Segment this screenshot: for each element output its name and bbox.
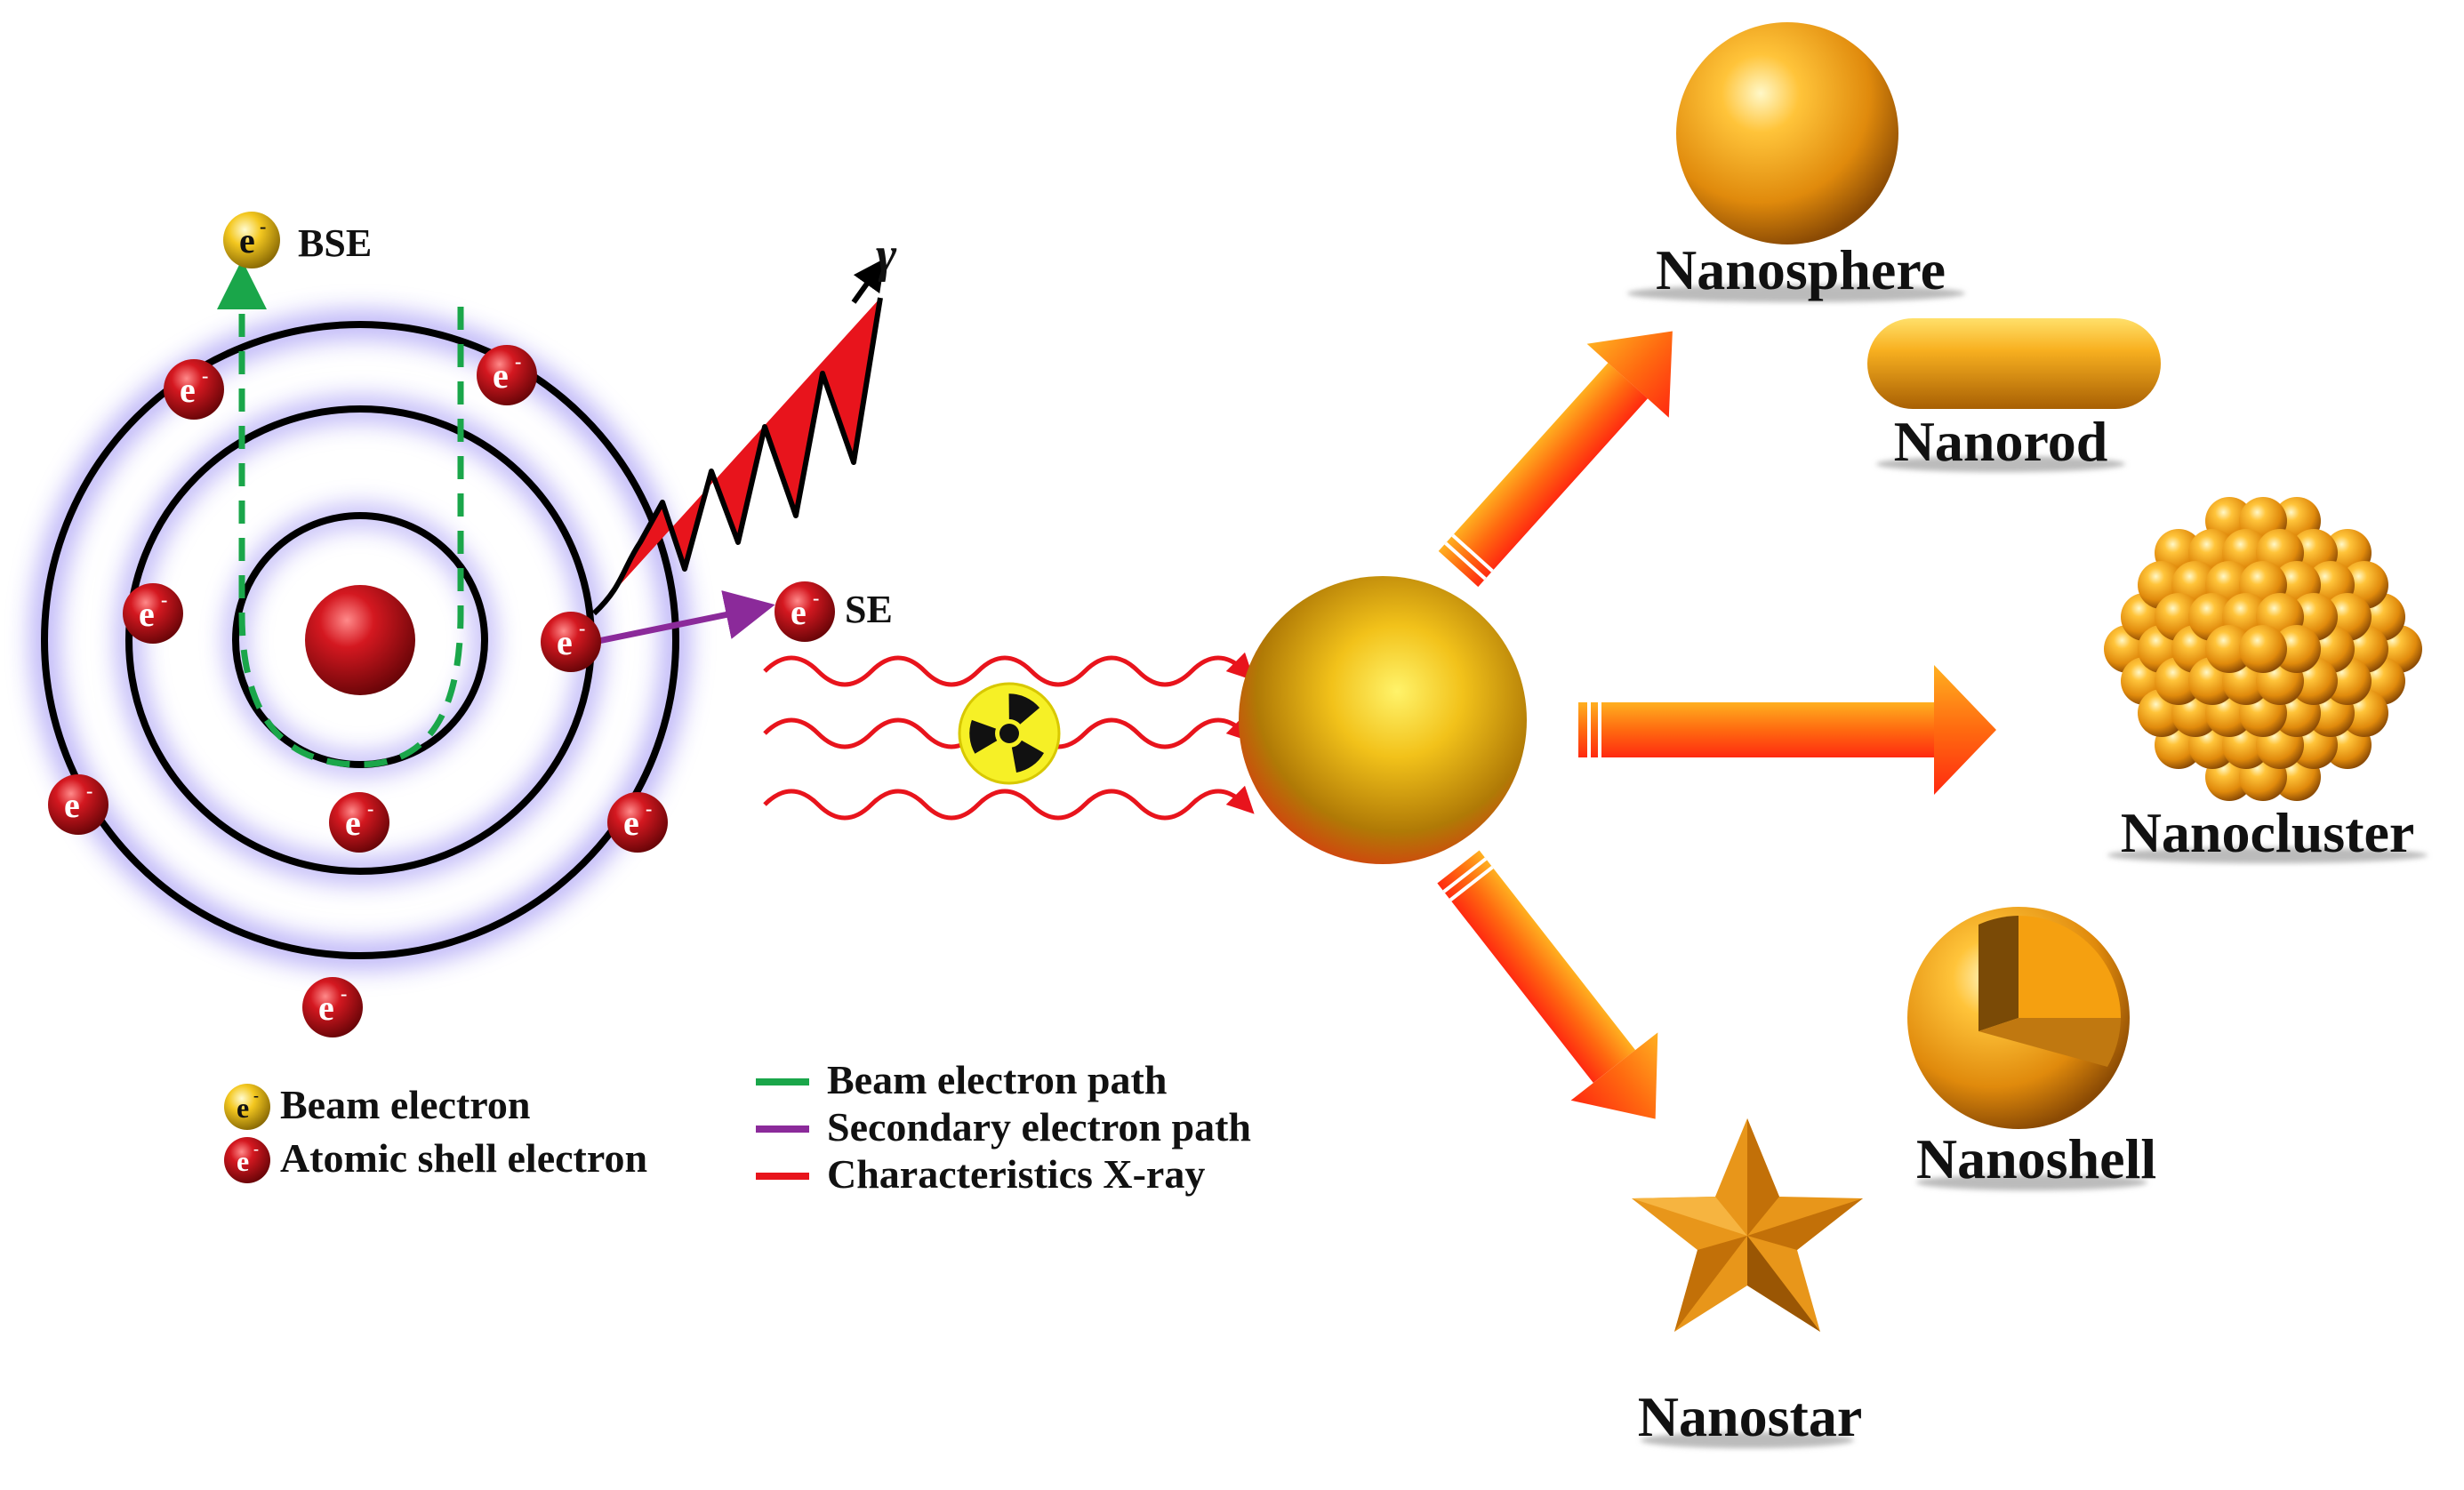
legend-atomic-shell-electron: Atomic shell electron	[280, 1135, 647, 1181]
bse-label: BSE	[298, 221, 372, 265]
nanorod-label: Nanorod	[1894, 410, 2108, 473]
svg-text:e: e	[493, 356, 509, 396]
arrow-to-nanocluster	[1578, 665, 1996, 795]
bse-electron: e -	[223, 212, 280, 268]
legend: e - Beam electron e - Atomic shell elect…	[224, 1057, 1251, 1197]
nanoshell-label: Nanoshell	[1916, 1127, 2156, 1190]
svg-text:-: -	[579, 617, 585, 639]
shell-electron: e-	[123, 583, 183, 644]
svg-text:e: e	[791, 592, 807, 632]
nanostar-shape	[1632, 1118, 1863, 1332]
svg-text:e: e	[239, 220, 255, 260]
shell-electron: e-	[329, 792, 389, 853]
svg-text:-: -	[161, 589, 167, 611]
svg-text:e: e	[623, 803, 639, 843]
gamma-ray	[591, 258, 886, 616]
legend-shell-electron-icon: e -	[224, 1137, 270, 1183]
se-electron: e -	[775, 581, 835, 642]
nanosphere-label: Nanosphere	[1656, 238, 1946, 301]
arrow-to-nanosphere	[1438, 331, 1673, 588]
nanocluster-shape	[2104, 497, 2422, 801]
outer-orbit	[41, 321, 679, 959]
legend-beam-electron-icon: e -	[224, 1084, 270, 1130]
svg-text:e: e	[557, 622, 573, 662]
svg-text:-: -	[367, 797, 373, 820]
gold-nanoparticle	[1239, 576, 1527, 864]
legend-characteristics-xray: Characteristics X-ray	[827, 1151, 1205, 1197]
xray-wave-1	[763, 652, 1255, 687]
nanosphere-shape	[1676, 22, 1898, 244]
shell-electron: e-	[302, 977, 363, 1037]
svg-text:-: -	[253, 1140, 259, 1158]
svg-text:e: e	[345, 803, 361, 843]
shell-electron: e-	[164, 359, 224, 420]
nanocluster-label: Nanocluster	[2121, 801, 2415, 864]
inner-orbit	[232, 512, 488, 768]
legend-beam-electron-path: Beam electron path	[827, 1057, 1167, 1102]
nanoshell-shadow	[1916, 1174, 2147, 1190]
nanosphere-shadow	[1627, 284, 1965, 302]
svg-text:e: e	[237, 1145, 249, 1177]
xray-wave-3	[763, 785, 1255, 821]
svg-text:-: -	[341, 982, 347, 1005]
beam-electron-path	[217, 260, 464, 768]
gamma-label: γ	[876, 228, 897, 283]
cluster-ball	[2239, 625, 2287, 673]
cluster-ball	[2205, 625, 2253, 673]
svg-text:e: e	[180, 370, 196, 410]
legend-beam-electron: Beam electron	[280, 1082, 530, 1127]
atom-model: γ e - BSE e - SE e-e-e-e-e-e-e-e-	[31, 212, 897, 1037]
shell-electron: e-	[477, 345, 537, 405]
svg-text:-: -	[813, 587, 819, 609]
arrow-to-nanoshell	[1437, 850, 1658, 1119]
svg-text:-: -	[260, 215, 266, 237]
svg-text:-: -	[202, 364, 208, 387]
nanocluster-shadow	[2107, 847, 2428, 863]
svg-text:-: -	[253, 1086, 259, 1104]
nanorod-shape	[1867, 318, 2161, 409]
svg-text:-: -	[86, 780, 92, 802]
nanorod-shadow	[1876, 456, 2125, 472]
radiation-icon	[958, 682, 1061, 785]
svg-text:e: e	[64, 785, 80, 825]
svg-text:-: -	[515, 350, 521, 372]
legend-secondary-electron-path: Secondary electron path	[827, 1104, 1251, 1150]
nanostar-label: Nanostar	[1638, 1385, 1862, 1448]
svg-text:e: e	[139, 594, 155, 634]
svg-text:-: -	[646, 797, 652, 820]
nucleus	[305, 585, 415, 695]
nanostar-shadow	[1641, 1432, 1854, 1448]
shell-electrons: e-e-e-e-e-e-e-e-	[48, 345, 668, 1037]
svg-text:e: e	[237, 1092, 249, 1124]
secondary-electron-path	[593, 590, 775, 645]
shell-electron: e-	[607, 792, 668, 853]
se-label: SE	[845, 588, 893, 631]
svg-text:e: e	[318, 988, 334, 1028]
shell-electron: e-	[48, 774, 108, 835]
cluster-ball	[2273, 625, 2321, 673]
shell-electron: e-	[541, 612, 601, 672]
nanoshell-shape	[1907, 907, 2130, 1129]
